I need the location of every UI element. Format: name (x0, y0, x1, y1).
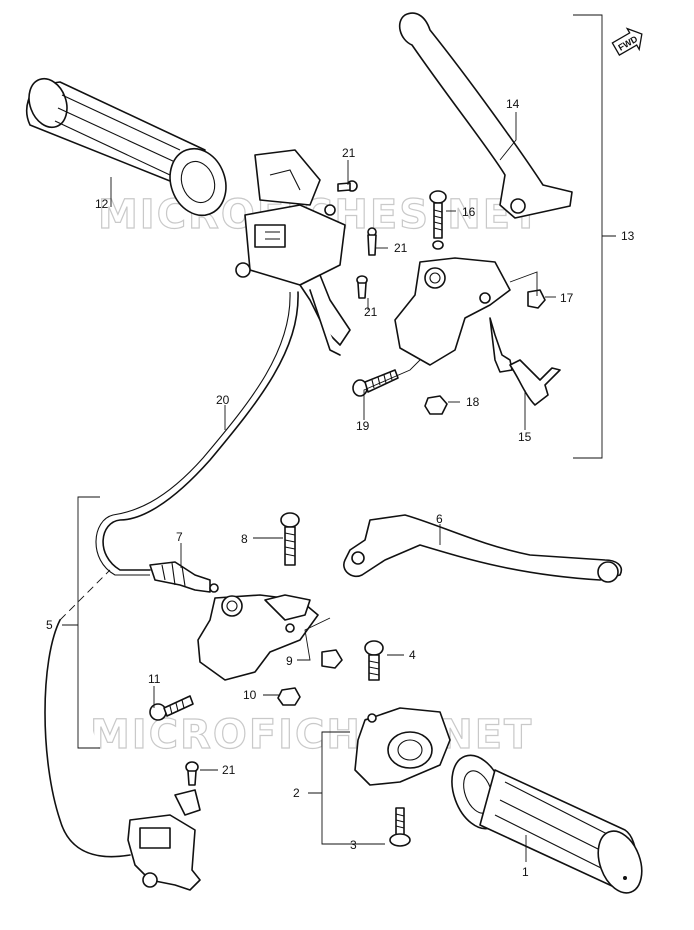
screw-4 (364, 640, 384, 681)
clutch-lever-holder (394, 257, 511, 366)
left-switch-housing (235, 149, 351, 356)
callout-5: 5 (46, 618, 53, 632)
right-handlebar-grip (451, 754, 643, 894)
nut-10 (277, 687, 301, 706)
callout-2: 2 (293, 786, 300, 800)
screw-16 (429, 190, 447, 250)
callout-6: 6 (436, 512, 443, 526)
callout-20: 20 (216, 393, 230, 407)
left-handlebar-grip (25, 77, 227, 217)
callout-7: 7 (176, 530, 183, 544)
callout-15: 15 (518, 430, 532, 444)
screw-19 (352, 369, 399, 397)
switch-cable-15 (489, 317, 561, 406)
clutch-lever (398, 12, 573, 219)
callout-16: 16 (462, 205, 476, 219)
screw-21-a (337, 180, 358, 192)
bracket-5 (62, 496, 100, 749)
callout-21-c: 21 (364, 305, 378, 319)
callout-9: 9 (286, 654, 293, 668)
callout-8: 8 (241, 532, 248, 546)
callout-13: 13 (621, 229, 635, 243)
screw-8 (280, 512, 300, 566)
cable-20 (102, 291, 299, 571)
brake-switch-7 (149, 561, 219, 593)
callout-21-b: 21 (394, 241, 408, 255)
nut-9 (321, 649, 343, 669)
switch-connector (44, 619, 201, 891)
leader-lines (110, 112, 556, 862)
callout-1: 1 (522, 865, 529, 879)
screw-21-d (185, 761, 199, 786)
callout-3: 3 (350, 838, 357, 852)
brake-lever (343, 514, 623, 583)
screw-21-b (367, 227, 377, 256)
nut-18 (424, 395, 448, 415)
callout-19: 19 (356, 419, 370, 433)
callout-11: 11 (148, 672, 161, 686)
callout-4: 4 (409, 648, 416, 662)
screw-3 (389, 807, 411, 847)
callout-10: 10 (243, 688, 257, 702)
callout-14: 14 (506, 97, 520, 111)
cable-20-inner (95, 291, 291, 576)
screw-21-c (356, 275, 368, 299)
brake-lever-holder (197, 594, 319, 681)
bracket-13 (573, 14, 616, 459)
forward-direction-icon: FWD (611, 27, 643, 56)
callout-21-a: 21 (342, 146, 356, 160)
callout-18: 18 (466, 395, 480, 409)
bracket-2 (308, 731, 385, 845)
callout-21-d: 21 (222, 763, 236, 777)
callout-17: 17 (560, 291, 574, 305)
nut-17 (527, 289, 546, 309)
throttle-housing-2 (354, 707, 451, 786)
watermark-bottom: MICROFICHES.NET (90, 712, 533, 758)
callout-12: 12 (95, 197, 109, 211)
